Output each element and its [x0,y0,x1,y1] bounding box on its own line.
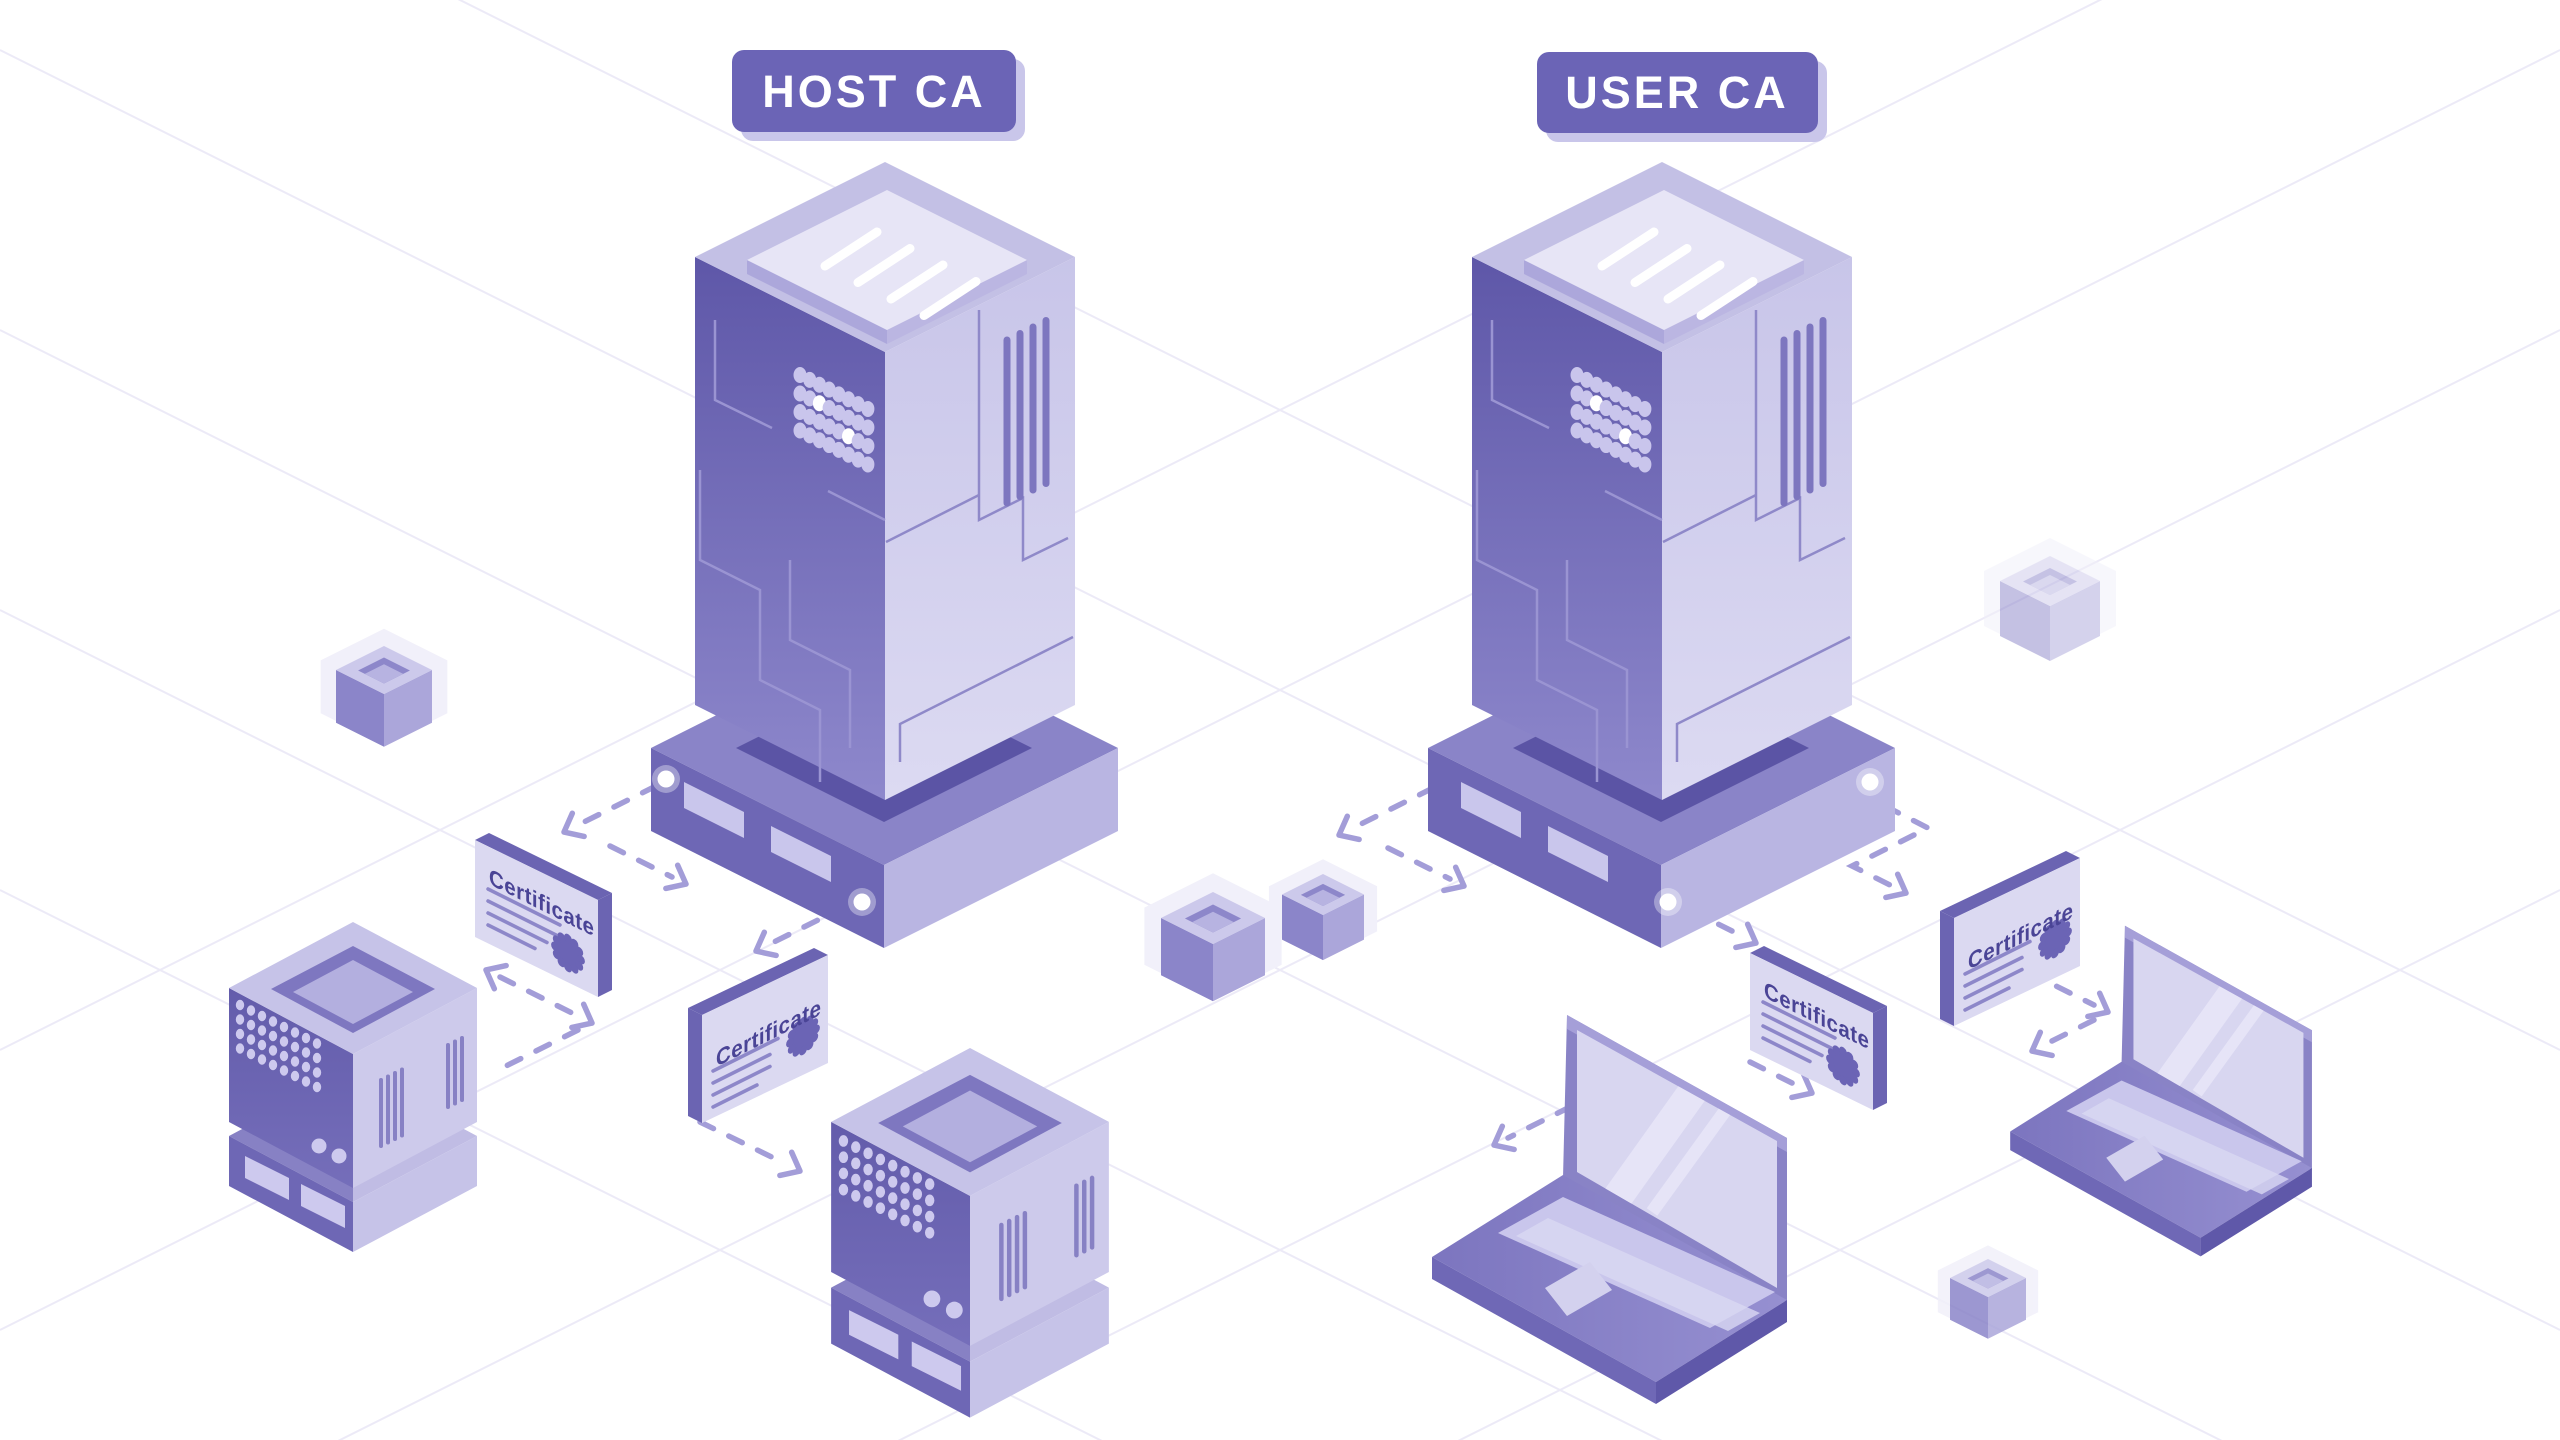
arrow-icon [780,1152,806,1182]
certificate-3: Certificate [1750,946,1887,1110]
desktop-computer-1 [229,922,477,1252]
connector-line [697,1119,789,1167]
user-ca-label: USER CA [1565,67,1789,118]
decor-cube-5 [1937,1245,2039,1339]
desktop-computer-2 [831,1048,1109,1418]
connector-line [1385,845,1453,882]
decor-cube-2 [1144,873,1282,1002]
certificate-1: Certificate [475,833,612,997]
arrow-icon [1488,1126,1514,1156]
decor-cube-3 [1268,859,1378,961]
certificate-4: Certificate [1940,851,2080,1026]
decor-cube-1 [320,628,448,747]
arrow-icon [1886,874,1912,904]
badge-background [1537,52,1818,133]
arrow-icon [1333,816,1359,846]
led-indicator [652,765,876,916]
arrow-icon [480,958,506,988]
arrow-icon [558,813,584,843]
host-ca-label: HOST CA [762,66,986,117]
led-indicator [1654,768,1884,916]
connector-line [2043,1017,2097,1047]
connector-line [607,843,675,880]
user-ca-badge: USER CA [1537,52,1827,142]
user-ca-server [1428,162,1895,948]
connector-line [503,1027,581,1069]
host-ca-server [651,162,1118,948]
connector-line [573,783,659,829]
arrow-icon [666,865,692,895]
arrow-icon [2026,1032,2052,1062]
host-ca-badge: HOST CA [732,50,1025,141]
connector-line [1350,785,1436,831]
certificate-2: Certificate [688,948,828,1123]
badge-background [732,50,1016,132]
decor-cube-4 [1984,538,2116,661]
connector-line [1747,1059,1801,1089]
connector-line [497,974,581,1019]
